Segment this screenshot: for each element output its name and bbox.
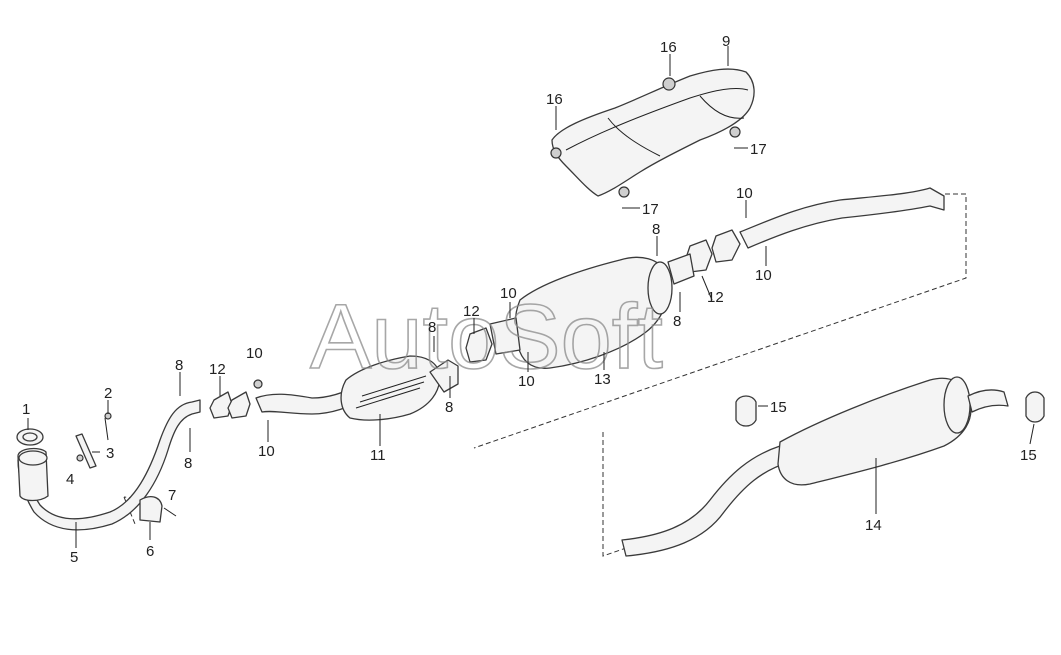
callout-10-mid-top: 10 — [500, 285, 517, 302]
rubber-hanger-left — [735, 395, 757, 427]
front-pipe-inlet — [18, 450, 48, 466]
callout-5: 5 — [70, 549, 78, 566]
callout-2: 2 — [104, 385, 112, 402]
rubber-hanger-right — [1025, 391, 1045, 423]
bracket-3 — [75, 433, 97, 469]
callout-10-front-bottom: 10 — [258, 443, 275, 460]
intermediate-pipe — [739, 187, 945, 249]
callout-14: 14 — [865, 517, 882, 534]
heat-shield-mount-4 — [618, 186, 630, 198]
callout-15-left: 15 — [770, 399, 787, 416]
rear-muffler-end — [943, 376, 971, 434]
callout-8-cat-bottom: 8 — [445, 399, 453, 416]
dashed-guide-middle — [473, 193, 967, 449]
heat-shield-ridge — [565, 87, 749, 157]
callout-3: 3 — [106, 445, 114, 462]
callout-12-front: 12 — [209, 361, 226, 378]
callout-8-front-top: 8 — [175, 357, 183, 374]
bolt-7 — [163, 507, 177, 517]
callout-8-cat-top: 8 — [428, 319, 436, 336]
callout-8-muffler-bottom: 8 — [673, 313, 681, 330]
callout-13: 13 — [594, 371, 611, 388]
tailpipe — [967, 389, 1009, 413]
gasket-mid-a — [465, 327, 493, 363]
callout-10-mid-bottom: 10 — [518, 373, 535, 390]
dashed-guide-rear — [602, 432, 627, 557]
middle-muffler-outlet — [667, 253, 695, 285]
callout-9: 9 — [722, 33, 730, 50]
heat-shield-mount-1 — [662, 77, 676, 91]
callout-16-left: 16 — [546, 91, 563, 108]
callout-12-rear: 12 — [707, 289, 724, 306]
gasket-front-b — [227, 391, 251, 419]
heat-shield-mount-2 — [550, 147, 562, 159]
callout-11: 11 — [370, 447, 386, 464]
callout-10-front-top: 10 — [246, 345, 263, 362]
rear-muffler-pipe — [621, 445, 791, 557]
callout-labels: 1 2 3 4 5 6 7 8 8 8 8 8 8 9 10 10 10 10 … — [22, 33, 1037, 566]
front-gasket-inner — [22, 432, 38, 442]
middle-muffler-end — [647, 261, 673, 315]
callout-7: 7 — [168, 487, 176, 504]
callout-4: 4 — [66, 471, 74, 488]
callout-10-rear-bottom: 10 — [755, 267, 772, 284]
callout-6: 6 — [146, 543, 154, 560]
gasket-front-a — [209, 391, 233, 419]
watermark: AutoSoft — [310, 286, 663, 388]
front-pipe — [17, 399, 201, 531]
leader-lines — [27, 46, 1035, 548]
nut-4 — [76, 454, 84, 462]
heat-shield — [551, 68, 755, 197]
bolt-2 — [104, 417, 109, 441]
catalytic-converter-outlet — [429, 359, 459, 393]
gasket-mid-c — [711, 229, 741, 263]
callout-17-bottom: 17 — [642, 201, 659, 218]
callout-15-right: 15 — [1020, 447, 1037, 464]
callout-8-front-bottom: 8 — [184, 455, 192, 472]
hanger-6 — [139, 495, 163, 523]
callout-17-right: 17 — [750, 141, 767, 158]
middle-muffler-inlet — [489, 317, 521, 355]
catalytic-converter-body — [340, 355, 441, 421]
callout-16-top: 16 — [660, 39, 677, 56]
callout-1: 1 — [22, 401, 30, 418]
heat-shield-mount-3 — [729, 126, 741, 138]
callout-10-rear-top: 10 — [736, 185, 753, 202]
bolt-10-front — [253, 379, 263, 389]
callout-12-mid: 12 — [463, 303, 480, 320]
leader-15b — [1029, 423, 1035, 445]
catalytic-converter-ribs — [355, 375, 427, 409]
leader-12c — [701, 275, 713, 301]
callout-8-muffler-top: 8 — [652, 221, 660, 238]
rear-muffler-body — [777, 377, 972, 486]
